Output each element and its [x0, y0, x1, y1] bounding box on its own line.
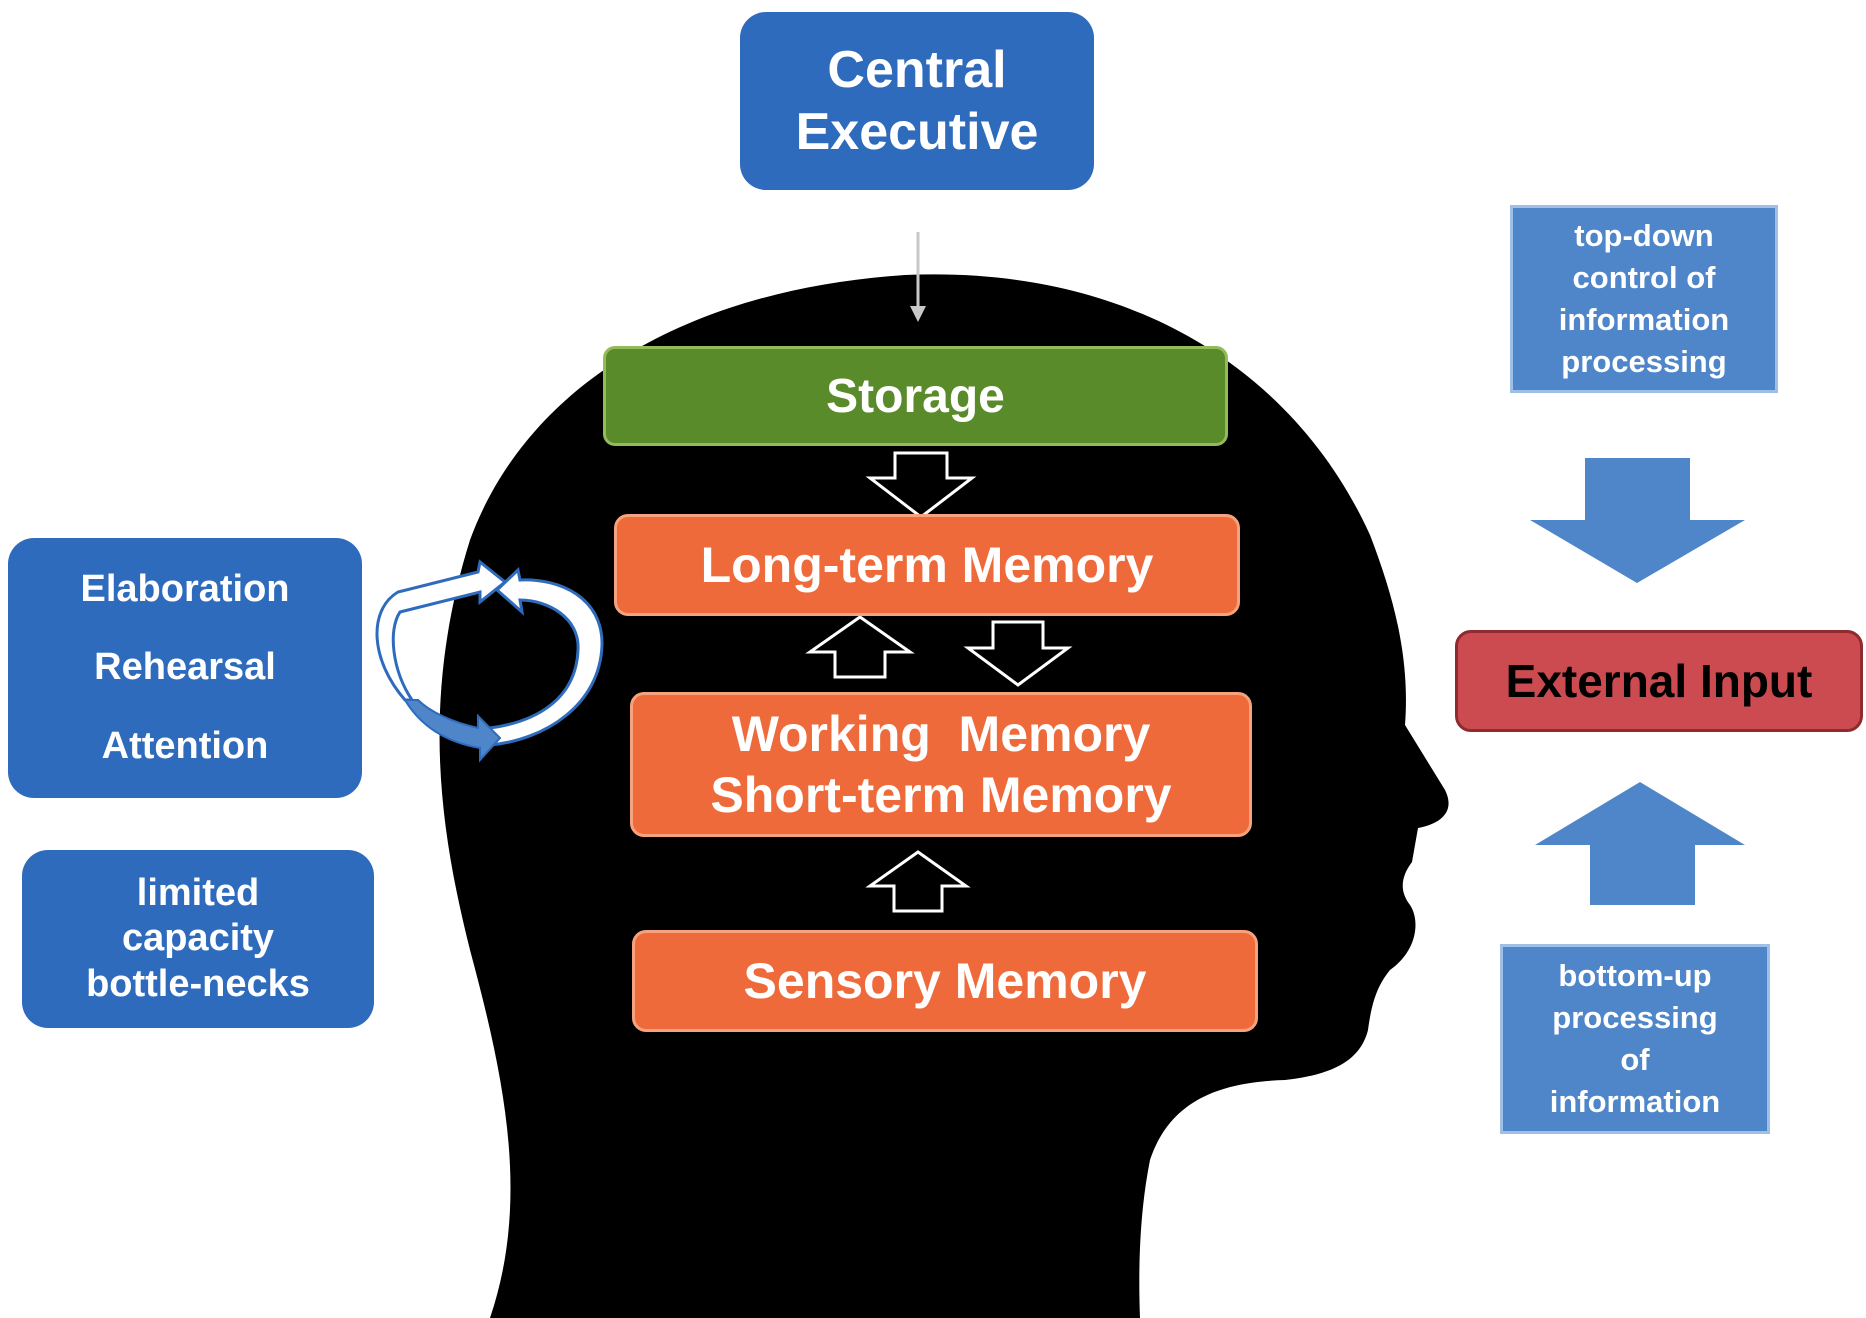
- strategy-rehearsal: Rehearsal: [94, 646, 276, 689]
- working-memory-line-2: Short-term Memory: [710, 766, 1172, 823]
- bottom-up-arrow: [1535, 782, 1745, 905]
- bottom-up-line-3: of: [1620, 1042, 1650, 1077]
- storage-to-longterm-arrow: [865, 451, 977, 519]
- cycle-arrow-left-tail: [403, 699, 502, 763]
- executive-connector-arrowhead: [910, 306, 926, 322]
- long-term-memory-box: Long-term Memory: [614, 514, 1240, 616]
- sensory-memory-label: Sensory Memory: [743, 953, 1147, 1009]
- central-executive-box: Central Executive: [740, 12, 1094, 190]
- sensory-to-working-arrow: [865, 850, 971, 913]
- working-to-longterm-arrow: [805, 615, 915, 679]
- bottom-up-line-2: processing: [1552, 1000, 1718, 1036]
- strategy-attention: Attention: [101, 725, 269, 768]
- sensory-memory-box: Sensory Memory: [632, 930, 1258, 1032]
- external-input-box: External Input: [1455, 630, 1863, 732]
- top-down-arrow: [1530, 458, 1745, 583]
- storage-label: Storage: [826, 369, 1005, 423]
- strategies-box: Elaboration Rehearsal Attention: [8, 538, 362, 798]
- top-down-line-2: control of: [1572, 260, 1716, 296]
- limited-capacity-line-3: bottle-necks: [86, 962, 310, 1005]
- top-down-box: top-down control of information processi…: [1510, 205, 1778, 393]
- working-memory-box: Working Memory Short-term Memory: [630, 692, 1252, 837]
- bottom-up-line-1: bottom-up: [1558, 958, 1712, 994]
- long-term-memory-label: Long-term Memory: [700, 537, 1154, 593]
- limited-capacity-box: limited capacity bottle-necks: [22, 850, 374, 1028]
- strategy-elaboration: Elaboration: [80, 567, 290, 610]
- central-executive-line-1: Central: [827, 40, 1007, 99]
- storage-box: Storage: [603, 346, 1228, 446]
- top-down-line-3: information: [1558, 302, 1730, 337]
- cycle-arrow-lower: [488, 567, 604, 747]
- limited-capacity-line-2: capacity: [121, 917, 275, 960]
- top-down-line-4: processing: [1561, 343, 1727, 379]
- cycle-arrow-upper: [375, 559, 508, 702]
- bottom-up-box: bottom-up processing of information: [1500, 944, 1770, 1134]
- working-memory-line-1: Working Memory: [731, 705, 1151, 762]
- bottom-up-line-4: information: [1549, 1083, 1721, 1119]
- central-executive-line-2: Executive: [795, 103, 1039, 161]
- top-down-line-1: top-down: [1574, 218, 1714, 254]
- limited-capacity-line-1: limited: [136, 871, 260, 914]
- external-input-label: External Input: [1505, 655, 1813, 707]
- longterm-to-working-arrow: [963, 620, 1073, 687]
